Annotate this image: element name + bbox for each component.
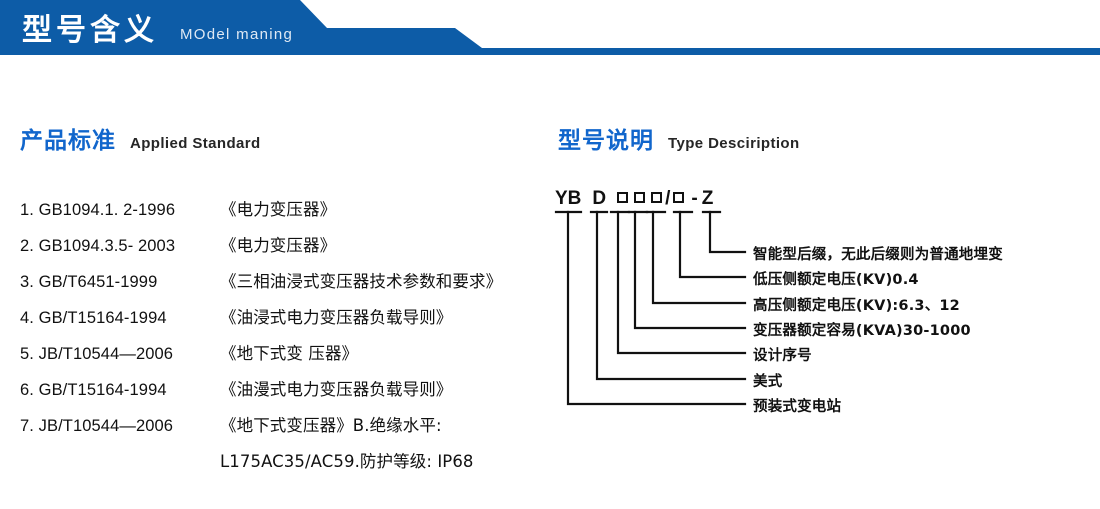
callout-leader-lines: [554, 210, 747, 406]
callout-label-6: 美式: [753, 374, 783, 390]
type-code-string: YB D /-Z: [555, 188, 713, 210]
header-banner: 型号含义 MOdel maning: [0, 0, 1100, 62]
callout-label-5: 设计序号: [753, 348, 812, 364]
list-item: 3. GB/T6451-1999 《三相油浸式变压器技术参数和要求》: [20, 268, 550, 304]
leader-line-2: [678, 210, 747, 279]
standard-code: 7. JB/T10544—2006: [20, 417, 174, 435]
code-segment-yb: YB: [555, 188, 582, 209]
standard-name: 《电力变压器》: [220, 236, 337, 255]
leader-line-7: [566, 210, 747, 406]
callout-label-7: 预装式变电站: [753, 399, 842, 415]
standard-code: 3. GB/T6451-1999: [20, 273, 158, 291]
section-heading-applied-standard: 产品标准 Applied Standard: [20, 121, 261, 155]
list-item: 6. GB/T15164-1994 《油漫式电力变压器负载导则》: [20, 376, 550, 412]
callout-label-1: 智能型后缀，无此后缀则为普通地埋变: [753, 247, 1003, 263]
standards-list: 1. GB1094.1. 2-1996 《电力变压器》 2. GB1094.3.…: [20, 196, 550, 488]
standard-name: 《地下式变压器》B.绝缘水平:: [220, 416, 442, 435]
leader-line-6: [595, 210, 747, 381]
callout-label-2: 低压侧额定电压(KV)0.4: [753, 272, 919, 288]
list-item: 7. JB/T10544—2006 《地下式变压器》B.绝缘水平:: [20, 412, 550, 448]
standard-code: 2. GB1094.3.5- 2003: [20, 237, 176, 255]
standard-name: 《油漫式电力变压器负载导则》: [220, 380, 453, 399]
section-heading-en: Applied Standard: [130, 135, 261, 152]
standard-name: 《油浸式电力变压器负载导则》: [220, 308, 453, 327]
code-placeholder-box-2: [634, 192, 646, 203]
code-segment-z: Z: [701, 188, 714, 209]
standard-name: 《地下式变 压器》: [220, 344, 359, 363]
standard-code: 1. GB1094.1. 2-1996: [20, 201, 176, 219]
callout-label-4: 变压器额定容易(KVA)30-1000: [753, 323, 971, 339]
list-item: 1. GB1094.1. 2-1996 《电力变压器》: [20, 196, 550, 232]
standard-name: 《三相油浸式变压器技术参数和要求》: [220, 272, 503, 291]
list-item: 5. JB/T10544—2006 《地下式变 压器》: [20, 340, 550, 376]
leader-line-5: [616, 210, 747, 355]
code-segment-d: D: [592, 188, 607, 209]
section-heading-cn: 型号说明: [558, 128, 654, 154]
standard-name: 《电力变压器》: [220, 200, 337, 219]
code-segment-slash: /: [665, 188, 671, 209]
code-segment-dash: -: [691, 188, 698, 209]
code-placeholder-box-1: [617, 192, 629, 203]
standard-code: 4. GB/T15164-1994: [20, 309, 167, 327]
leader-line-1: [708, 210, 747, 254]
banner-shape: [0, 0, 1100, 55]
section-heading-cn: 产品标准: [20, 128, 116, 154]
leader-line-4: [633, 210, 747, 330]
section-heading-en: Type Desciription: [668, 135, 800, 152]
section-heading-type-description: 型号说明 Type Desciription: [558, 121, 800, 155]
standard-code: 6. GB/T15164-1994: [20, 381, 167, 399]
standard-code: 5. JB/T10544—2006: [20, 345, 174, 363]
code-placeholder-box-3: [651, 192, 663, 203]
list-item: 4. GB/T15164-1994 《油浸式电力变压器负载导则》: [20, 304, 550, 340]
standard-name: L175AC35/AC59.防护等级: IP68: [220, 452, 474, 471]
leader-line-3: [651, 210, 747, 305]
list-item-continuation: L175AC35/AC59.防护等级: IP68: [20, 448, 550, 488]
code-placeholder-box-4: [673, 192, 685, 203]
callout-label-3: 高压侧额定电压(KV):6.3、12: [753, 298, 960, 314]
list-item: 2. GB1094.3.5- 2003 《电力变压器》: [20, 232, 550, 268]
